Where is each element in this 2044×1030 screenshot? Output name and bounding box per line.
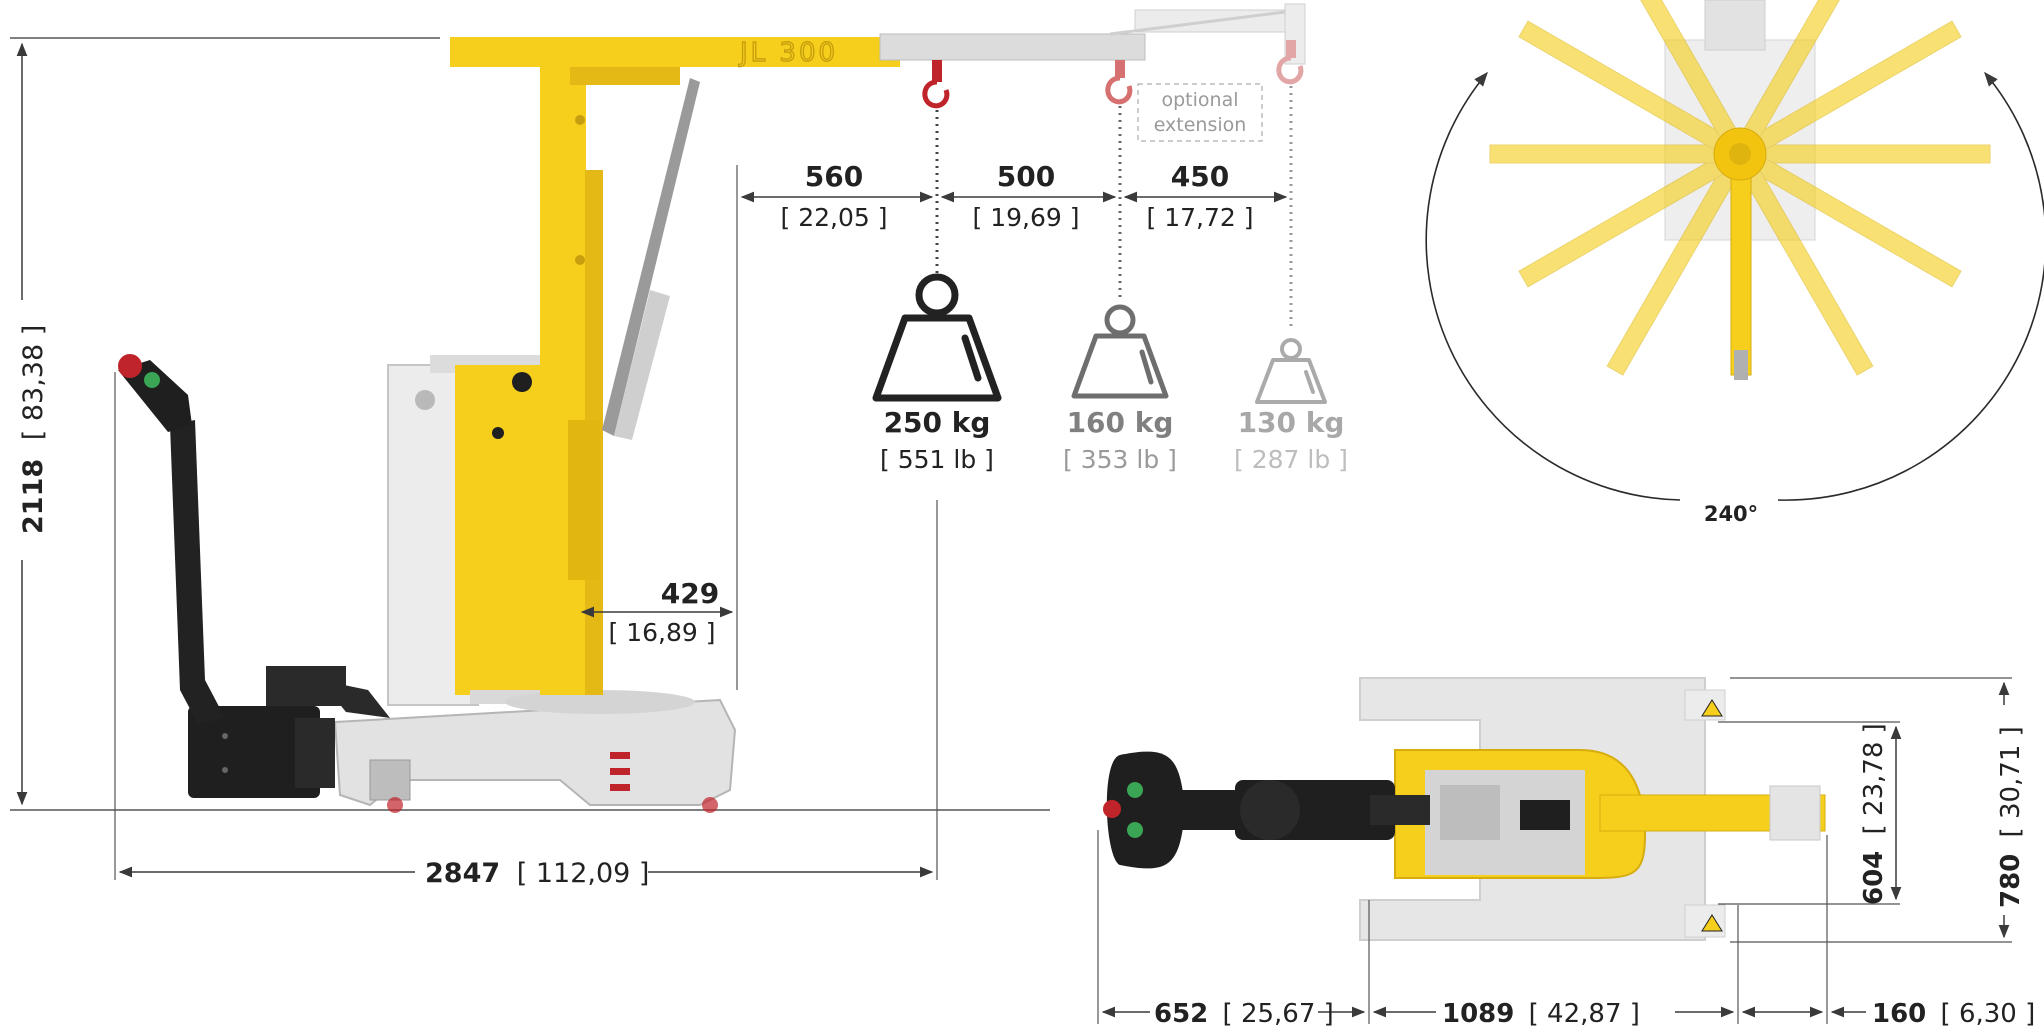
weight-icon [1071,304,1169,399]
hydraulic-strut [602,78,700,440]
rotating-boom-positions [1489,0,1991,376]
optional-label-line1: optional [1161,89,1238,111]
rotation-view: 240° [1425,0,2044,526]
top-boom-inch: [ 6,30 ] [1941,999,2036,1029]
total-length-inch: [ 112,09 ] [517,858,650,889]
hook-2 [1105,60,1133,105]
base-front-inch: [ 16,89 ] [609,618,716,647]
reach-3-inch: [ 17,72 ] [1147,203,1254,232]
optional-extension-label: optional extension [1137,83,1263,142]
svg-text:604 [ 23,78 ]: 604 [ 23,78 ] [1859,723,1889,905]
total-length-dimension: 2847 [ 112,09 ] [114,372,938,889]
top-boom-value: 160 [1872,999,1926,1029]
optional-label-line2: extension [1154,114,1247,136]
top-body-inch: [ 42,87 ] [1529,999,1640,1029]
chassis [333,698,737,813]
outer-width-inch: [ 30,71 ] [1996,726,2026,837]
load-130-lb: [ 287 lb ] [1234,445,1348,474]
base-front-value: 429 [661,577,719,610]
top-view: 604 [ 23,78 ] 780 [ 30,71 ] 652 [ 2 [1097,677,2035,1029]
reach-1-inch: [ 22,05 ] [781,203,888,232]
hook-1 [922,60,950,109]
rotation-arc-left [1425,71,1681,501]
outer-width-dimension: 780 [ 30,71 ] [1730,677,2026,943]
svg-text:652 [ 25,67 ]: 652 [ 25,67 ] [1154,999,1334,1029]
hook-3 [1276,40,1304,85]
inner-width-dimension: 604 [ 23,78 ] [1718,721,1902,905]
svg-text:160 [ 6,30 ]: 160 [ 6,30 ] [1872,999,2035,1029]
tiller [118,354,225,724]
base-front-dimension: 429 [ 16,89 ] [580,165,738,690]
drive-unit [188,666,390,798]
boom-model-text: JL 300 [738,38,838,68]
side-view: JL 300 optional extension [10,3,1348,889]
rotation-arc-right [1777,71,2044,501]
rotation-angle: 240° [1704,502,1758,526]
height-value: 2118 [18,459,49,534]
height-dimension: 2118 [ 83,38 ] [10,37,440,806]
top-tiller-inch: [ 25,67 ] [1223,999,1334,1029]
load-250-lb: [ 551 lb ] [880,445,994,474]
top-length-dimensions: 652 [ 25,67 ] 1089 [ 42,87 ] 160 [ 6,30 … [1097,830,2035,1029]
reach-2-inch: [ 19,69 ] [973,203,1080,232]
boom-extension [879,3,1306,65]
weight-icon [872,273,1002,402]
svg-text:780 [ 30,71 ]: 780 [ 30,71 ] [1996,726,2026,908]
svg-text:2847 [ 112,09 ]: 2847 [ 112,09 ] [425,858,649,889]
reach-3-value: 450 [1171,160,1229,193]
outer-width-value: 780 [1996,854,2026,908]
load-160-kg: 160 kg [1067,406,1174,439]
crane-column [540,55,603,695]
weight-icon [1255,338,1327,404]
total-length-value: 2847 [425,858,500,889]
top-body-value: 1089 [1442,999,1514,1029]
mast-housing [387,355,695,714]
load-130-kg: 130 kg [1238,406,1345,439]
load-160-lb: [ 353 lb ] [1063,445,1177,474]
height-inch: [ 83,38 ] [18,325,49,441]
load-250-kg: 250 kg [884,406,991,439]
svg-text:1089 [ 42,87 ]: 1089 [ 42,87 ] [1442,999,1640,1029]
reach-dimensions: 560 [ 22,05 ] 500 [ 19,69 ] 450 [ 17,72 … [740,160,1288,232]
inner-width-value: 604 [1859,851,1889,905]
reach-1-value: 560 [805,160,863,193]
svg-text:2118 [ 83,38 ]: 2118 [ 83,38 ] [18,325,49,534]
top-tiller-value: 652 [1154,999,1208,1029]
crane-boom: JL 300 [450,37,900,85]
inner-width-inch: [ 23,78 ] [1859,723,1889,834]
reach-2-value: 500 [997,160,1055,193]
